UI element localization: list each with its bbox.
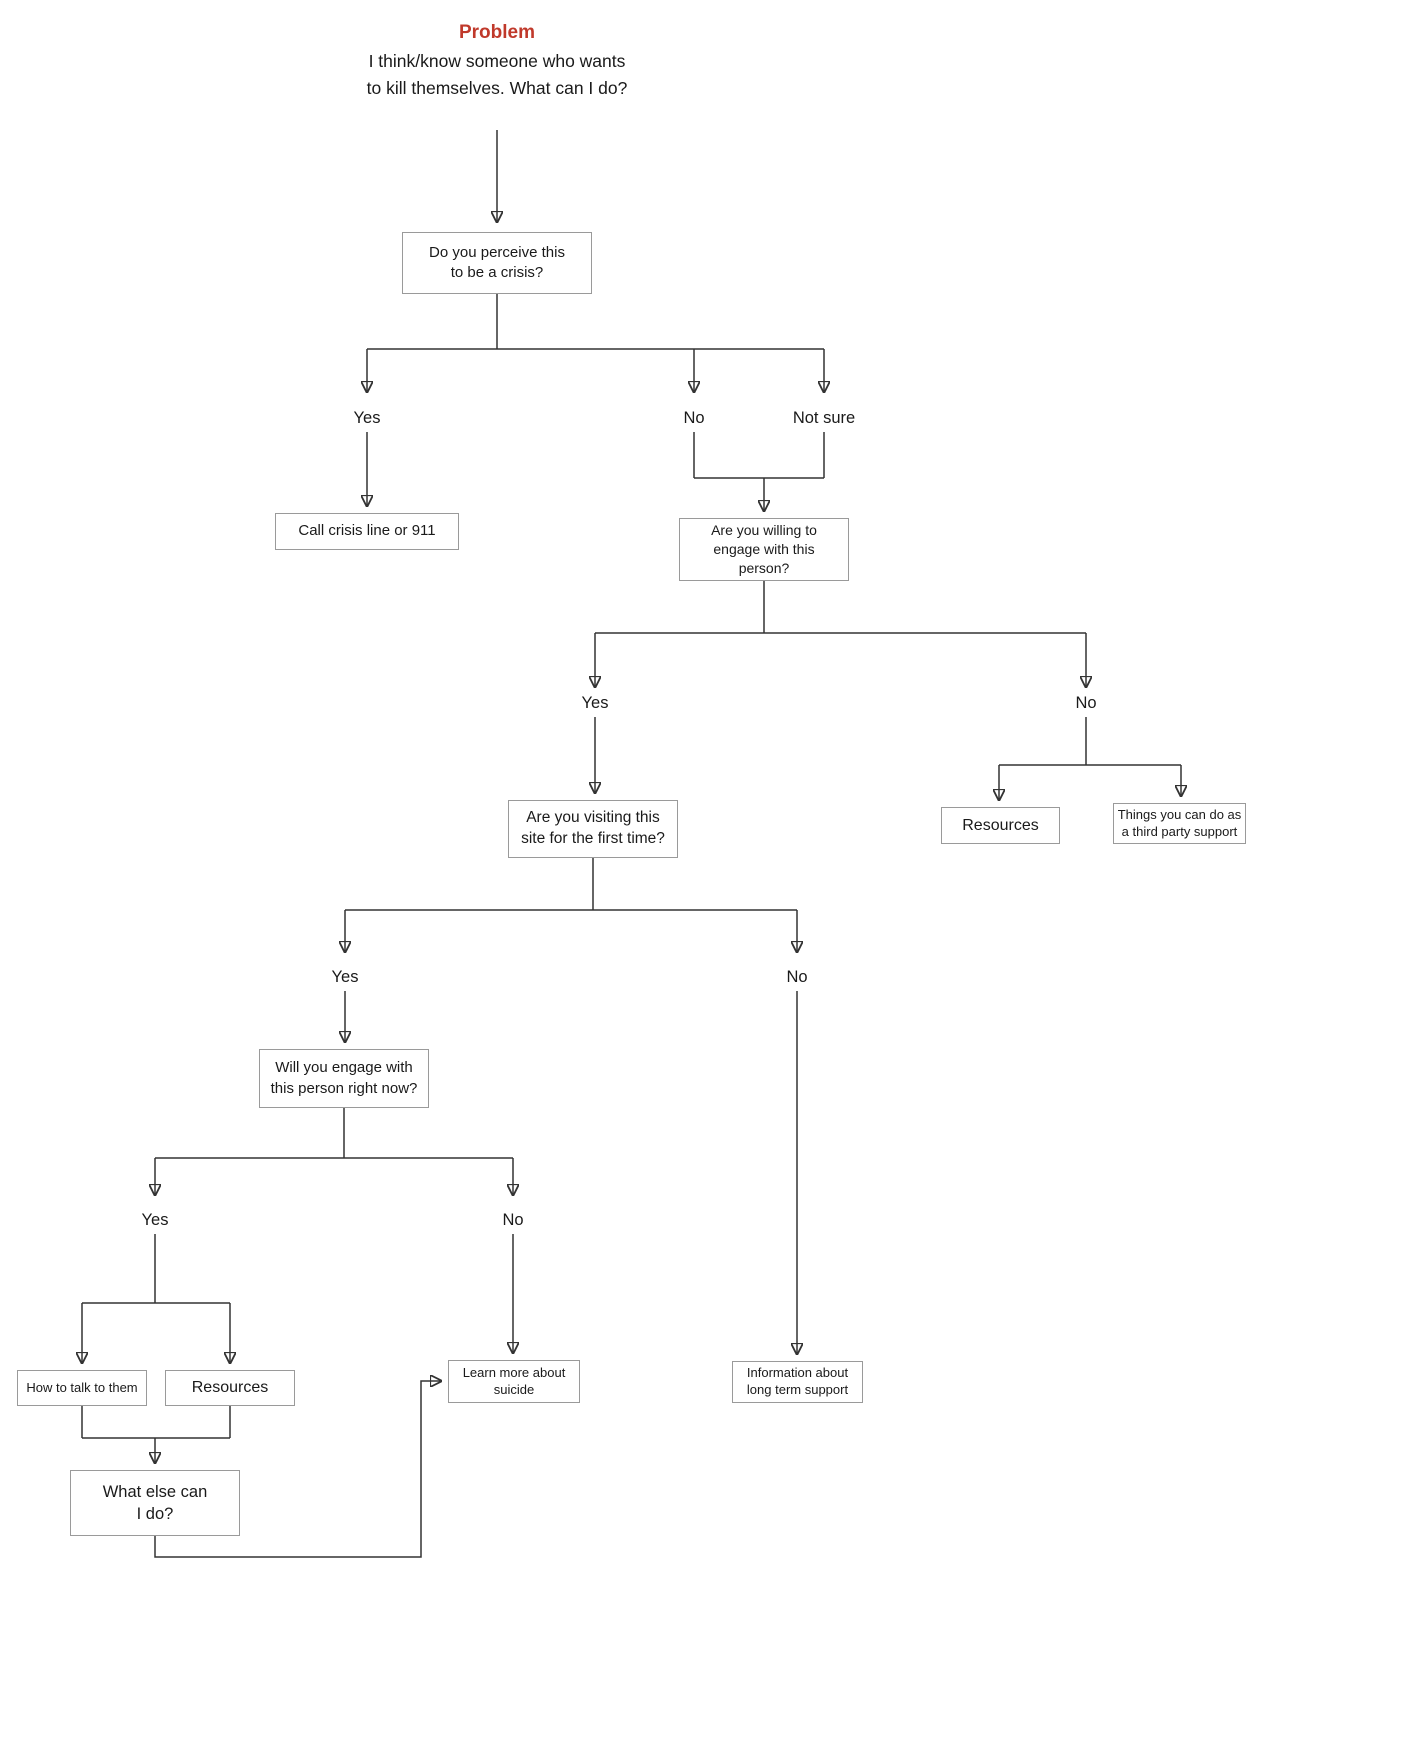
node-how-to-talk: How to talk to them xyxy=(17,1370,147,1406)
node-willing-to-engage: Are you willing to engage with this pers… xyxy=(679,518,849,581)
label-engage-yes: Yes xyxy=(141,1211,169,1229)
node-first-time-visit: Are you visiting this site for the first… xyxy=(508,800,678,858)
label-crisis-yes: Yes xyxy=(353,409,381,427)
label-first-visit-yes: Yes xyxy=(331,968,359,986)
node-what-else: What else can I do? xyxy=(70,1470,240,1536)
node-engage-right-now: Will you engage with this person right n… xyxy=(259,1049,429,1108)
node-learn-more-suicide: Learn more about suicide xyxy=(448,1360,580,1403)
label-willing-no: No xyxy=(1075,694,1097,712)
node-resources-right: Resources xyxy=(941,807,1060,844)
problem-title: Problem xyxy=(458,22,536,43)
node-long-term-support: Information about long term support xyxy=(732,1361,863,1403)
label-crisis-not-sure: Not sure xyxy=(792,409,856,427)
label-willing-yes: Yes xyxy=(581,694,609,712)
node-resources-left: Resources xyxy=(165,1370,295,1406)
node-call-crisis-line: Call crisis line or 911 xyxy=(275,513,459,550)
node-crisis-question: Do you perceive this to be a crisis? xyxy=(402,232,592,294)
label-engage-no: No xyxy=(502,1211,524,1229)
node-third-party-support: Things you can do as a third party suppo… xyxy=(1113,803,1246,844)
problem-question: I think/know someone who wants to kill t… xyxy=(366,51,628,99)
label-first-visit-no: No xyxy=(786,968,808,986)
label-crisis-no: No xyxy=(683,409,705,427)
